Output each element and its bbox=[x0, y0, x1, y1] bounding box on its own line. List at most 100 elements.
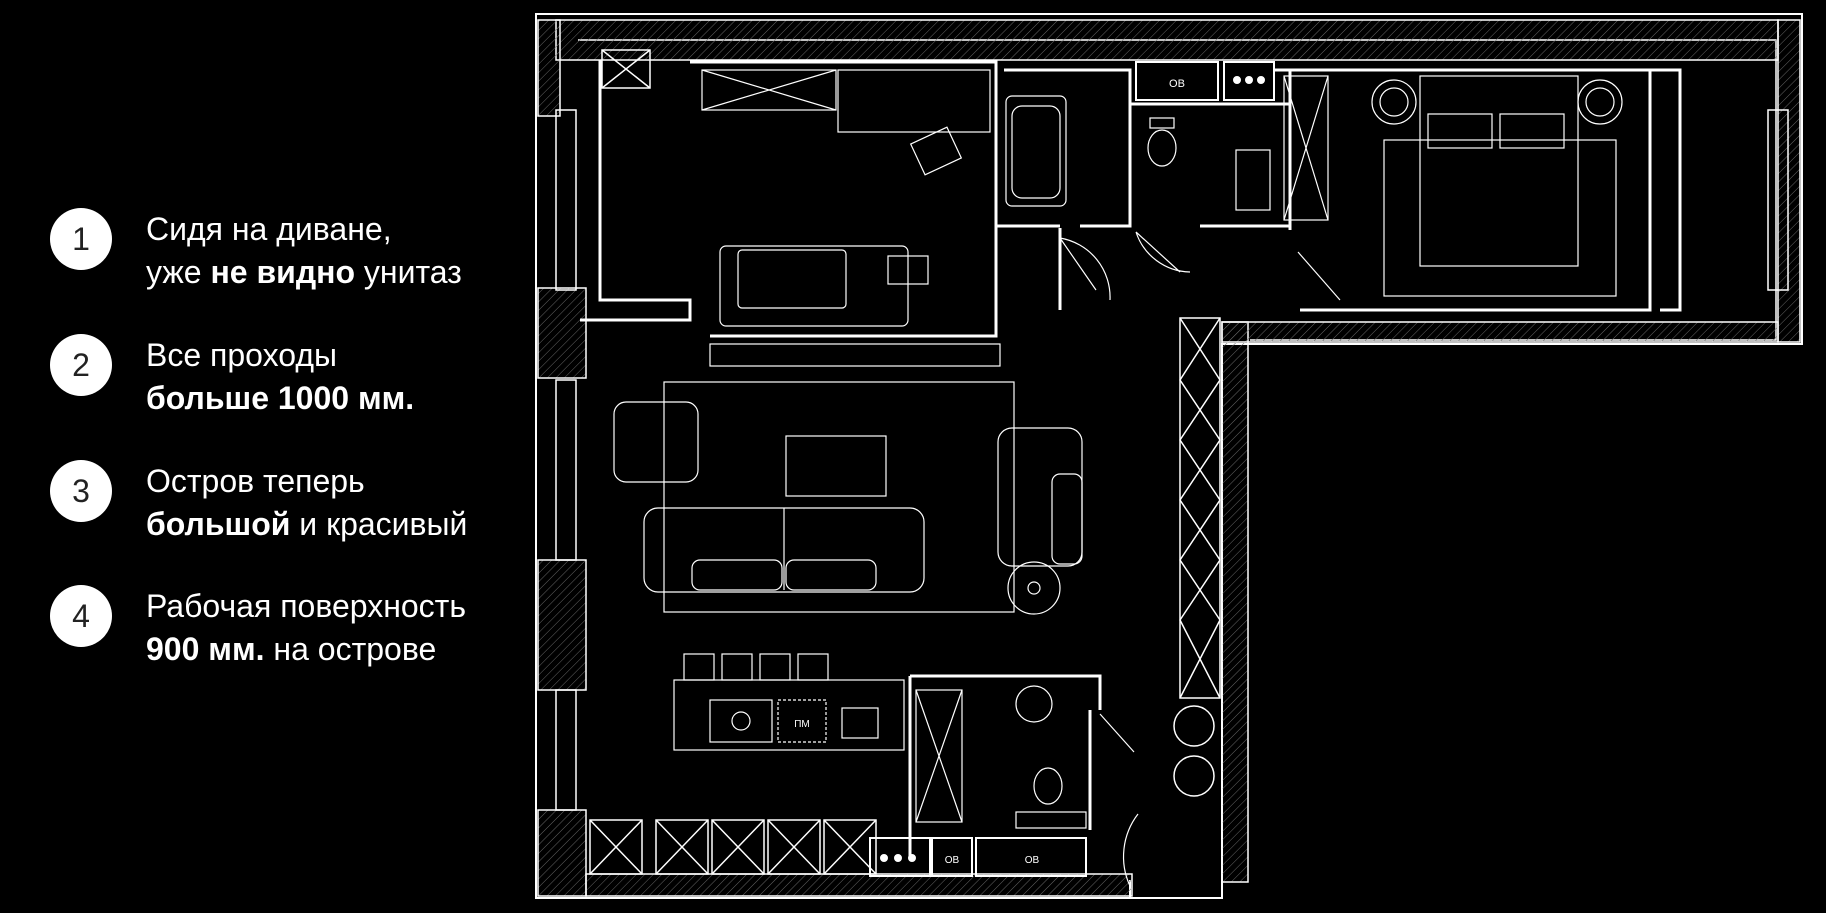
wall-bedroom2 bbox=[1290, 68, 1652, 312]
wardrobe bbox=[701, 69, 837, 111]
armchair bbox=[613, 401, 699, 483]
round-storage bbox=[1173, 705, 1215, 747]
toilet-1-tank bbox=[1149, 117, 1175, 129]
stool bbox=[721, 653, 753, 681]
oven-bottom-large bbox=[975, 837, 1087, 877]
number-badge: 3 bbox=[50, 460, 112, 522]
kitchen-island: ПМ bbox=[673, 653, 905, 751]
oven-bottom-small bbox=[931, 837, 973, 877]
legend-item-3: 3 Остров теперь большой и красивый bbox=[50, 460, 467, 546]
outer-wall-outline bbox=[535, 13, 1803, 899]
bathtub bbox=[1005, 95, 1067, 207]
wall-bedroom1 bbox=[690, 60, 998, 338]
bedroom2-furniture bbox=[1371, 75, 1623, 297]
kitchen-cabinets bbox=[589, 819, 877, 875]
sofa-seat-left bbox=[691, 559, 783, 591]
closet bbox=[1283, 75, 1329, 221]
door-wc1 bbox=[1135, 231, 1191, 273]
living-room-furniture bbox=[613, 381, 1083, 615]
bathtub-inner bbox=[1011, 105, 1061, 199]
number-badge: 1 bbox=[50, 208, 112, 270]
corridor-wardrobe bbox=[1173, 317, 1221, 797]
legend-line-2: большой и красивый bbox=[146, 503, 467, 546]
oven-bottom-large-label: ОВ bbox=[1025, 855, 1040, 866]
doors bbox=[1059, 231, 1341, 887]
sofa-seat-right bbox=[785, 559, 877, 591]
wall-inner-right bbox=[1221, 321, 1249, 883]
oven-top bbox=[1135, 61, 1219, 101]
bath2-fixtures bbox=[915, 685, 1087, 829]
door-entrance bbox=[1122, 813, 1139, 887]
wall-left-top bbox=[537, 19, 561, 117]
legend-item-1: 1 Сидя на диване, уже не видно унитаз bbox=[50, 208, 462, 294]
sofa-side bbox=[997, 427, 1083, 567]
bedroom1-furniture bbox=[701, 69, 1001, 367]
legend-line-1: Остров теперь bbox=[146, 463, 365, 499]
island-sink bbox=[841, 707, 879, 739]
nightstand-right bbox=[1577, 79, 1623, 125]
stool bbox=[797, 653, 829, 681]
windows bbox=[555, 109, 1789, 811]
wall-left-mid bbox=[537, 287, 587, 379]
island-hob bbox=[709, 699, 773, 743]
floor-lamp bbox=[1007, 561, 1061, 615]
text-bold: 900 мм. bbox=[146, 631, 265, 667]
window-right bbox=[1767, 109, 1789, 291]
stool bbox=[683, 653, 715, 681]
text-regular: на острове bbox=[264, 631, 437, 667]
wall-bath1 bbox=[994, 62, 1060, 228]
storage-left bbox=[601, 49, 651, 89]
hob-burner bbox=[1245, 76, 1253, 84]
bed bbox=[1419, 75, 1579, 267]
text-bold: больше 1000 мм. bbox=[146, 380, 415, 416]
wall-top bbox=[555, 19, 1779, 61]
door-bath2 bbox=[1099, 713, 1135, 753]
legend: 1 Сидя на диване, уже не видно унитаз 2 … bbox=[0, 0, 520, 913]
rug-living bbox=[663, 381, 1015, 613]
chair bbox=[909, 126, 963, 176]
number-badge: 4 bbox=[50, 585, 112, 647]
window-left-top bbox=[555, 109, 577, 291]
top-appliances: ОВ bbox=[1135, 61, 1275, 101]
legend-line-2: уже не видно унитаз bbox=[146, 251, 462, 294]
legend-text: Все проходы больше 1000 мм. bbox=[146, 334, 414, 420]
wall-hatching bbox=[537, 19, 1801, 897]
hob-burner bbox=[1257, 76, 1265, 84]
bath1-fixtures bbox=[1005, 95, 1271, 211]
sofa-bedroom1 bbox=[719, 245, 909, 327]
door-bedroom2 bbox=[1297, 251, 1341, 301]
legend-line-2: больше 1000 мм. bbox=[146, 377, 414, 420]
round-storage bbox=[1173, 755, 1215, 797]
nightstand-left bbox=[1371, 79, 1417, 125]
toilet-1 bbox=[1147, 129, 1177, 167]
sink-1 bbox=[1235, 149, 1271, 211]
text-regular: уже bbox=[146, 254, 211, 290]
shower bbox=[915, 689, 963, 823]
pillow-left bbox=[1427, 113, 1493, 149]
exterior-walls bbox=[535, 13, 1803, 899]
oven-bottom-small-label: ОВ bbox=[945, 855, 960, 866]
legend-text: Рабочая поверхность 900 мм. на острове bbox=[146, 585, 466, 671]
legend-line-1: Все проходы bbox=[146, 337, 337, 373]
wall-left-mid2 bbox=[537, 559, 587, 691]
dishwasher-label: ПМ bbox=[794, 719, 810, 730]
wall-bath1-b bbox=[1004, 68, 1132, 228]
text-regular: и красивый bbox=[290, 506, 468, 542]
coffee-table bbox=[785, 435, 887, 497]
legend-item-4: 4 Рабочая поверхность 900 мм. на острове bbox=[50, 585, 466, 671]
door-bedroom1 bbox=[1059, 237, 1111, 301]
legend-line-1: Сидя на диване, bbox=[146, 211, 392, 247]
legend-line-1: Рабочая поверхность bbox=[146, 588, 466, 624]
sofa-side-arm bbox=[1051, 473, 1083, 565]
legend-item-2: 2 Все проходы больше 1000 мм. bbox=[50, 334, 414, 420]
vanity bbox=[1015, 811, 1087, 829]
window-left-bottom bbox=[555, 689, 577, 811]
toilet-2 bbox=[1033, 767, 1063, 805]
text-bold: большой bbox=[146, 506, 291, 542]
hob-bottom bbox=[869, 837, 931, 877]
wall-balcony-right bbox=[1650, 68, 1682, 312]
stool bbox=[759, 653, 791, 681]
wall-balcony-left bbox=[580, 60, 692, 322]
interior-walls bbox=[580, 60, 1682, 860]
side-table bbox=[887, 255, 929, 285]
